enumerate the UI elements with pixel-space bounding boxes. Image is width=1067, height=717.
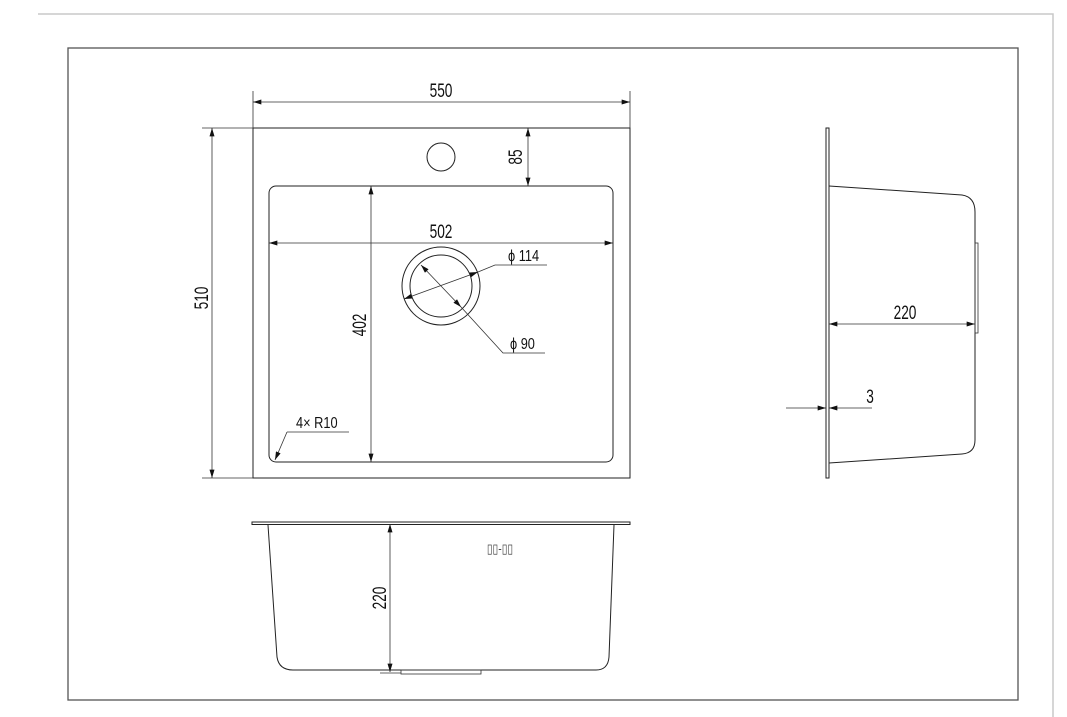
front-view: 220 ▯▯-▯▯ [251,521,631,675]
leader-drain-outer [477,264,547,273]
bowl-outline [268,185,614,463]
dim-depth-label: 510 [191,287,213,310]
side-view: 220 3 [786,127,979,479]
side-bowl-profile [828,185,976,464]
dim-bowl-depth-label: 402 [349,314,371,337]
drawing-frame [67,47,1019,701]
front-height-label: 220 [369,587,391,610]
flange [251,521,631,525]
tap-hole [426,142,456,172]
leader-drain-inner [460,306,545,354]
dim-tap-offset-label: 85 [505,149,527,164]
drain-inner-label: ϕ 90 [510,336,535,354]
page-border [38,13,1054,717]
bowl-profile [267,524,615,671]
sink-outline [252,127,631,479]
corner-radius-label: 4× R10 [296,415,338,433]
drain-pipe [400,669,482,675]
dim-width-label: 550 [430,80,453,102]
thickness-label: 3 [866,386,874,408]
dim-bowl-width-label: 502 [430,221,453,243]
top-view: 550 510 85 502 402 ϕ 114 ϕ 90 4× R10 [191,80,631,479]
model-marking: ▯▯-▯▯ [487,542,513,556]
drain-outer-label: ϕ 114 [508,248,539,266]
side-flange [825,127,830,479]
drain-outer [401,246,481,326]
side-drain [974,242,979,334]
side-height-label: 220 [894,302,917,324]
